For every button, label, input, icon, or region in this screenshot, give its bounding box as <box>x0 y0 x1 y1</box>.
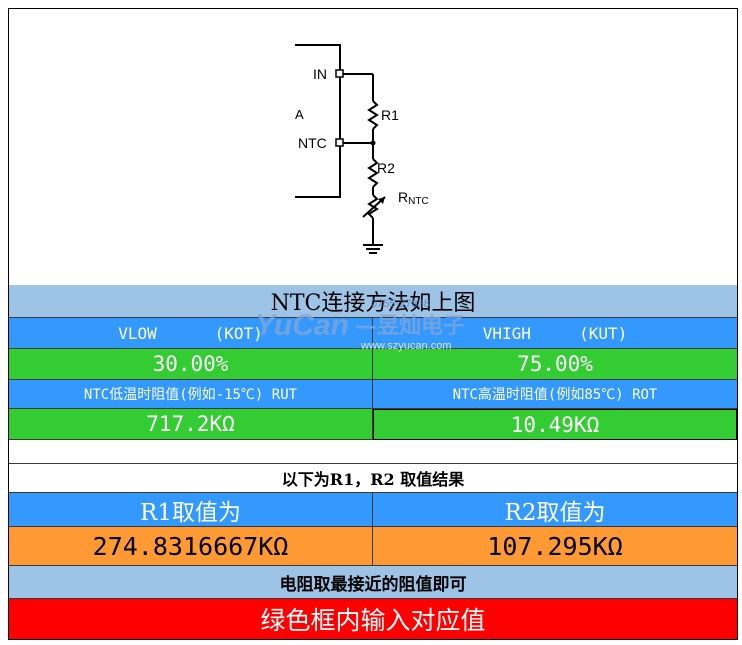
r1-result-label: R1取值为 <box>9 493 373 527</box>
r2-label: R2 <box>377 160 395 176</box>
blank-cell <box>9 440 737 464</box>
rntc-label: RNTC <box>398 189 429 207</box>
footer-row: 绿色框内输入对应值 <box>9 599 737 639</box>
voltage-label-row: VLOW (KOT) VHIGH (KUT) <box>9 318 737 349</box>
rut-input[interactable]: 717.2KΩ <box>9 409 373 440</box>
note-row: 电阻取最接近的阻值即可 <box>9 566 737 599</box>
r1-label: R1 <box>381 107 399 123</box>
high-temp-resistance-label: NTC高温时阻值(例如85℃) ROT <box>373 380 737 409</box>
vhigh-percent-input[interactable]: 75.00% <box>373 349 737 380</box>
green-box-instruction: 绿色框内输入对应值 <box>9 599 737 639</box>
r1-result-value: 274.8316667KΩ <box>9 527 373 566</box>
spreadsheet: IN A NTC R1 R2 RNTC NTC连接方法如上图 VLOW (KOT… <box>8 8 738 640</box>
vlow-percent-input[interactable]: 30.00% <box>9 349 373 380</box>
percent-input-row: 30.00% 75.00% <box>9 349 737 380</box>
result-label-row: R1取值为 R2取值为 <box>9 493 737 527</box>
vhigh-label: VHIGH (KUT) <box>373 318 737 349</box>
r2-result-label: R2取值为 <box>373 493 737 527</box>
low-temp-resistance-label: NTC低温时阻值(例如-15℃) RUT <box>9 380 373 409</box>
a-pin-label: A <box>295 107 304 122</box>
resistance-desc-row: NTC低温时阻值(例如-15℃) RUT NTC高温时阻值(例如85℃) ROT <box>9 380 737 409</box>
result-value-row: 274.8316667KΩ 107.295KΩ <box>9 527 737 566</box>
vlow-label: VLOW (KOT) <box>9 318 373 349</box>
result-caption: 以下为R1，R2 取值结果 <box>9 464 737 493</box>
r2-result-value: 107.295KΩ <box>373 527 737 566</box>
ntc-pin-label: NTC <box>298 135 327 151</box>
resistance-input-row: 717.2KΩ 10.49KΩ <box>9 409 737 440</box>
in-pin-label: IN <box>313 66 327 82</box>
rot-input[interactable]: 10.49KΩ <box>373 409 737 440</box>
ntc-circuit-diagram: IN A NTC R1 R2 RNTC <box>9 9 737 285</box>
result-caption-row: 以下为R1，R2 取值结果 <box>9 464 737 493</box>
connection-title: NTC连接方法如上图 <box>9 285 737 318</box>
nearest-value-note: 电阻取最接近的阻值即可 <box>9 566 737 599</box>
header-row: NTC连接方法如上图 <box>9 285 737 318</box>
blank-row <box>9 440 737 464</box>
